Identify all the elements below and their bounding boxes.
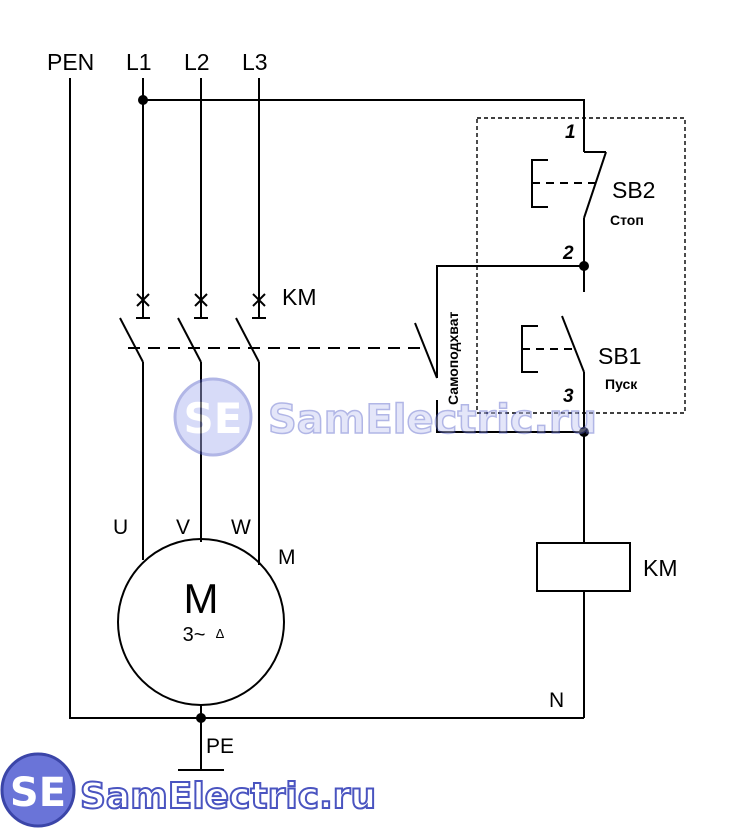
junction-pe: [196, 713, 206, 723]
motor-label: M: [278, 546, 296, 569]
node-3: 3: [563, 386, 574, 407]
watermark-text-center: SamElectric.ru: [268, 397, 597, 443]
sb1-label: SB1: [598, 343, 641, 369]
rail-label-l2: L2: [184, 49, 210, 75]
watermark-badge-center: SE: [184, 394, 243, 443]
watermark-badge-icon: [173, 377, 253, 457]
km-power-contact-3: [235, 293, 266, 385]
self-hold-label: Самоподхват: [445, 312, 461, 405]
watermark-badge-bottom: SE: [10, 770, 66, 816]
rail-label-pen: PEN: [47, 49, 94, 75]
neutral-label: N: [549, 689, 564, 712]
sb2-label: SB2: [612, 177, 655, 203]
watermark-text-bottom: SamElectric.ru: [80, 776, 376, 817]
watermark-bottom: SE SamElectric.ru: [0, 752, 377, 828]
ground-label: PE: [206, 735, 234, 758]
stop-button-sb2: [531, 145, 607, 266]
km-power-contact-1: [119, 293, 150, 385]
contactor-coil: [536, 542, 631, 592]
node-2: 2: [562, 243, 574, 264]
coil-label: KM: [643, 555, 678, 581]
start-button-sb1: [521, 266, 585, 432]
contactor-label: KM: [282, 284, 317, 310]
self-hold-contact: [414, 265, 584, 433]
terminal-w: W: [231, 516, 251, 539]
motor-phase: 3~: [183, 624, 206, 646]
motor-connection: Δ: [216, 626, 225, 641]
node-1: 1: [565, 122, 576, 143]
control-wire-top: [143, 99, 585, 145]
watermark-center: SE SamElectric.ru: [173, 377, 598, 457]
rail-label-l3: L3: [242, 49, 268, 75]
motor-circle: [117, 538, 285, 706]
terminal-v: V: [176, 516, 190, 539]
motor-symbol: M: [184, 575, 219, 622]
sb1-caption: Пуск: [605, 376, 638, 392]
pen-wire: [69, 78, 584, 719]
watermark-badge-bottom-icon: [0, 752, 76, 828]
sb2-caption: Стоп: [610, 212, 644, 228]
terminal-u: U: [113, 516, 128, 539]
km-power-contact-2: [177, 293, 208, 385]
junction-l1: [138, 95, 148, 105]
rail-label-l1: L1: [126, 49, 152, 75]
